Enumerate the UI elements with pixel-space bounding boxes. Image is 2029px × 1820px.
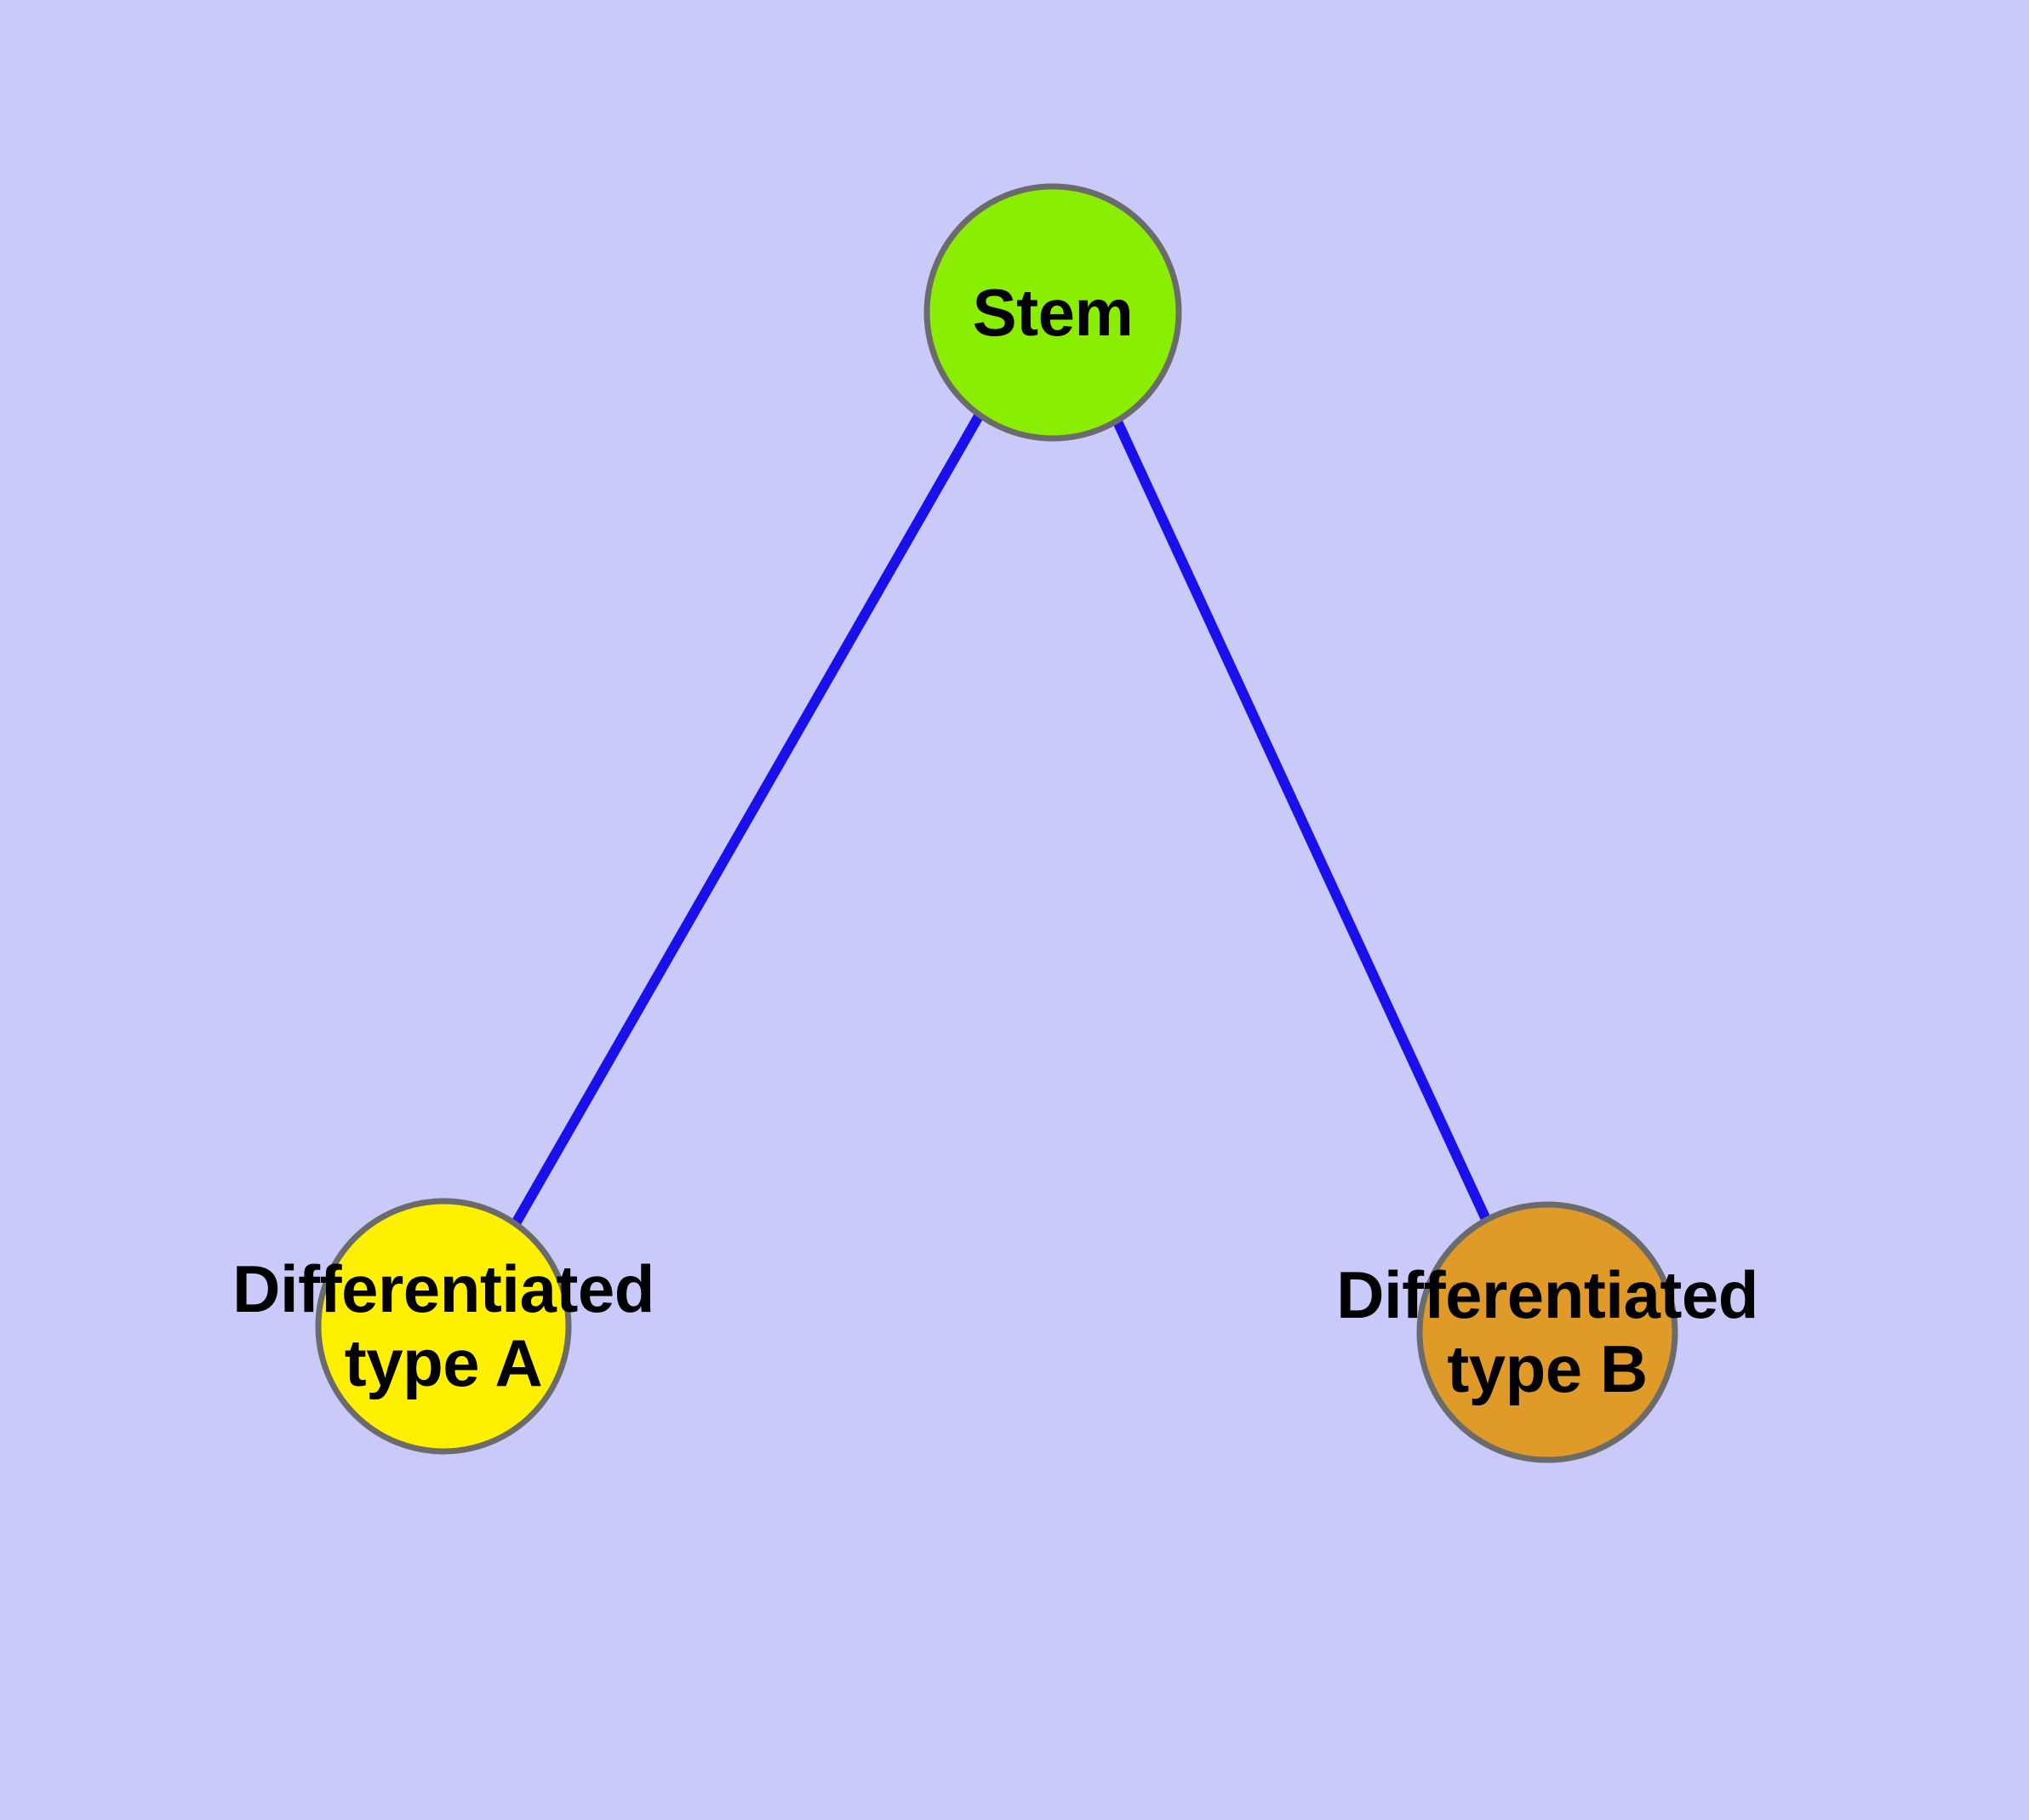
node-layer — [315, 183, 1678, 1463]
node-differentiated-type-b[interactable] — [1416, 1201, 1678, 1463]
node-stem[interactable] — [923, 183, 1182, 442]
edge-layer — [511, 412, 1495, 1229]
edge-stem-to-differentiated-type-b — [1111, 415, 1495, 1229]
node-differentiated-type-a[interactable] — [315, 1198, 572, 1455]
edge-stem-to-differentiated-type-a — [511, 412, 985, 1226]
